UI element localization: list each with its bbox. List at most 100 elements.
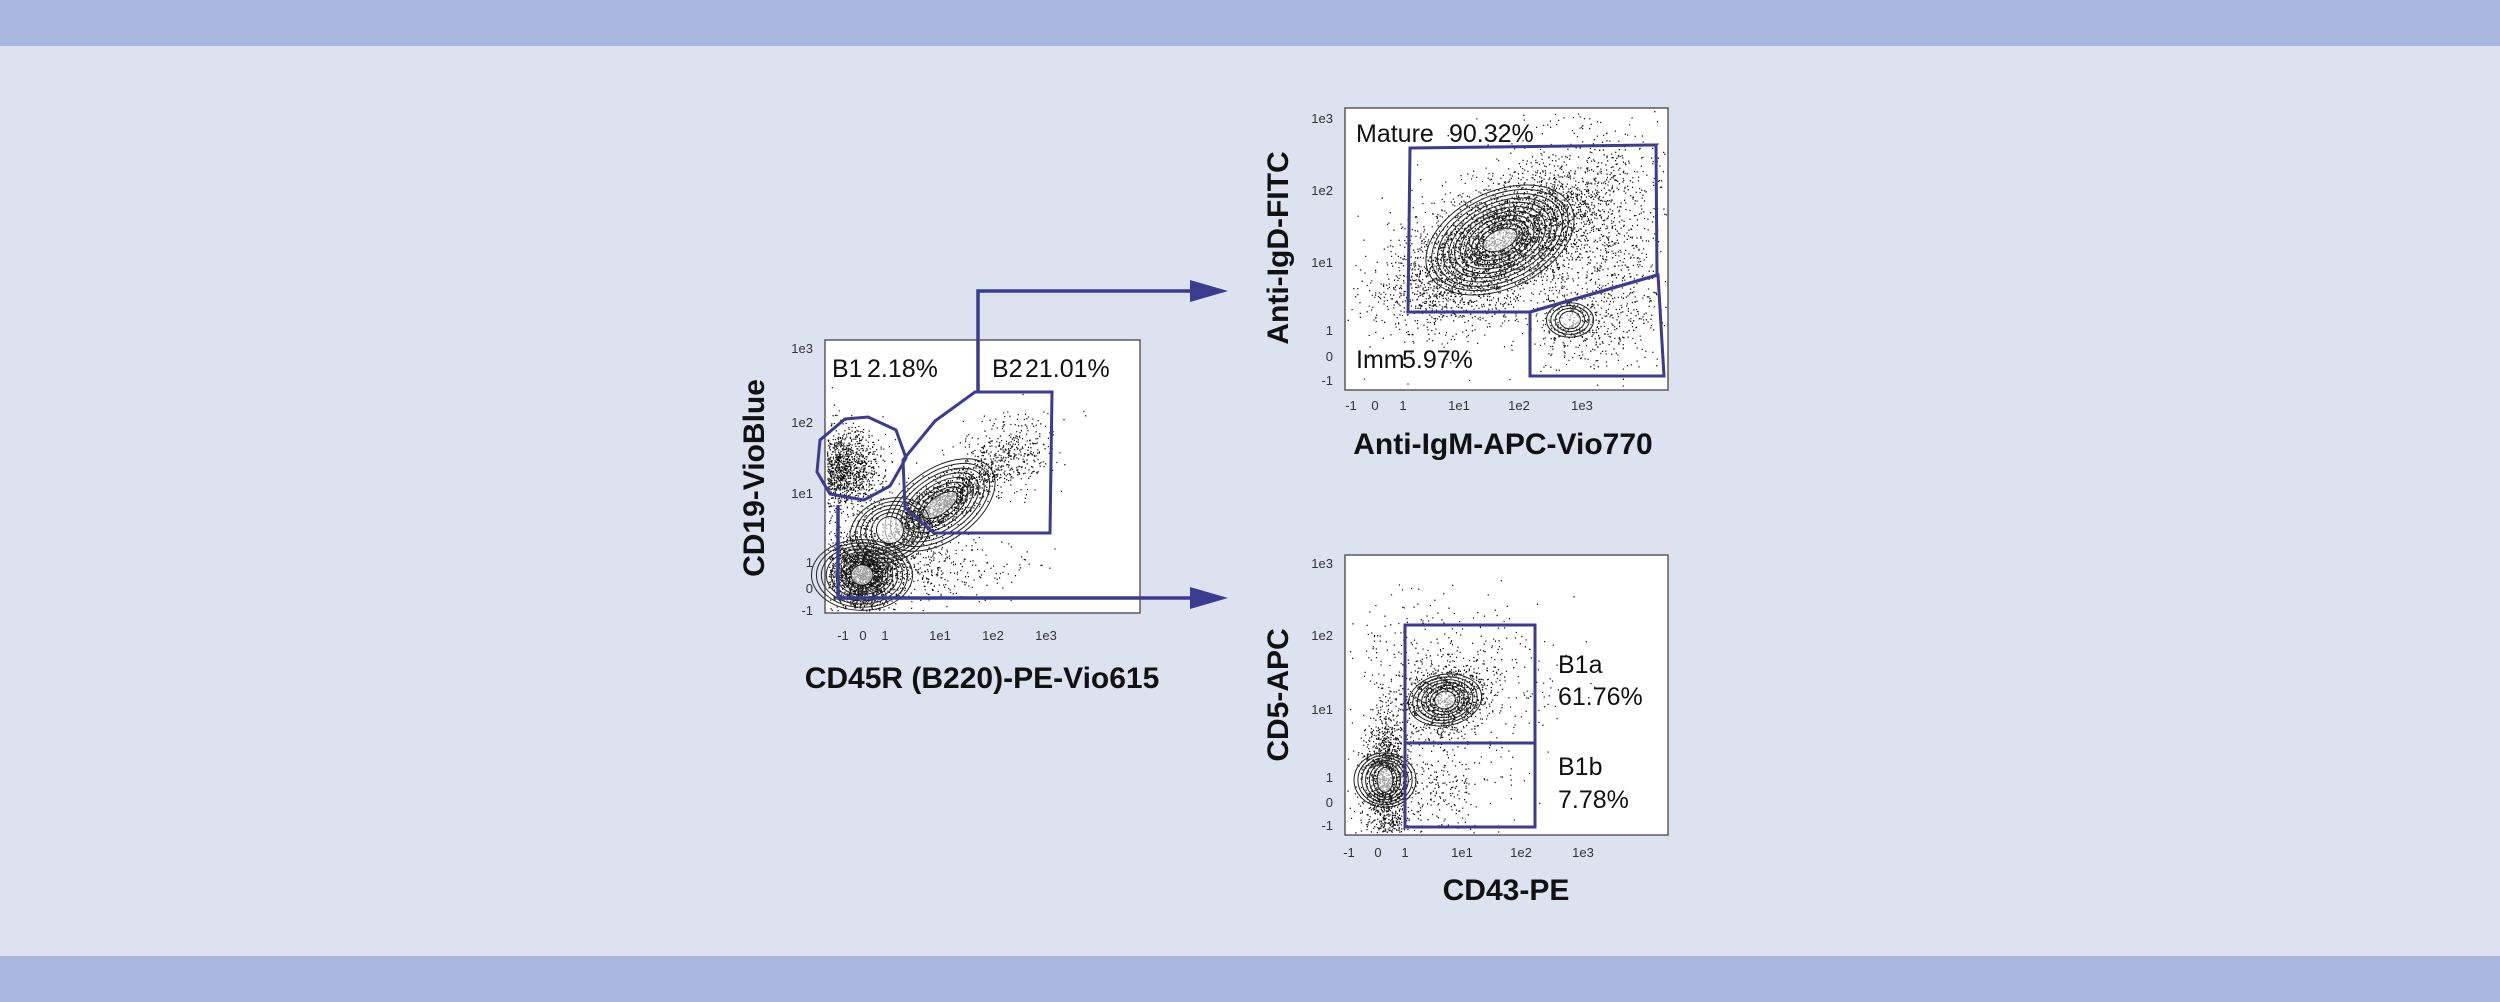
gate-b1[interactable] [815, 415, 908, 502]
contour-line [865, 508, 915, 552]
contour-line [840, 558, 884, 592]
x-axis-label: CD43-PE [1443, 874, 1570, 907]
contour-line [870, 512, 910, 548]
arrow-b2-to-plot2-head [1190, 280, 1228, 302]
density-contours [1353, 673, 1483, 808]
contour-line [1425, 684, 1465, 716]
x-tick-label: 0 [859, 628, 866, 643]
x-axis-label: Anti-IgM-APC-Vio770 [1353, 428, 1652, 461]
contour-line [1448, 201, 1552, 279]
contour-line [1368, 762, 1402, 798]
contour-line [849, 497, 931, 563]
contour-line [1550, 305, 1590, 335]
top-band [0, 0, 2500, 46]
contour-line [1425, 184, 1575, 296]
y-tick-label: -1 [801, 603, 813, 618]
y-tick-label: 1e2 [1311, 628, 1333, 643]
x-tick-label: 1e2 [1510, 845, 1532, 860]
contour-line [1465, 214, 1535, 266]
x-tick-label: 1e3 [1035, 628, 1057, 643]
density-contours [1425, 184, 1595, 338]
x-tick-label: 1e1 [1448, 398, 1470, 413]
contour-line [876, 516, 904, 544]
x-tick-label: 1 [881, 628, 888, 643]
x-tick-label: 1e3 [1572, 845, 1594, 860]
y-tick-label: 0 [1326, 349, 1333, 364]
contour-line [835, 554, 889, 596]
gate-imm-percent: 5.97% [1402, 346, 1473, 374]
contour-line [850, 564, 874, 586]
contour-line [1357, 754, 1413, 806]
x-tick-label: 1e1 [929, 628, 951, 643]
y-tick-label: 1e3 [1311, 111, 1333, 126]
y-tick-label: 1e3 [791, 341, 813, 356]
x-tick-label: 0 [1371, 398, 1378, 413]
y-tick-label: 1e2 [791, 415, 813, 430]
contour-line [1554, 307, 1586, 333]
contour-line [1431, 188, 1569, 292]
y-tick-label: 0 [806, 581, 813, 596]
x-tick-labels: -1 0 1 1e1 1e2 1e3 [1343, 845, 1594, 860]
y-tick-label: 0 [1326, 795, 1333, 810]
gate-b1-name: B1 [832, 355, 863, 383]
gate-b2[interactable] [901, 390, 1054, 535]
plot-cd5-vs-cd43: -1 0 1 1e1 1e2 1e3 -1 0 1 1e1 1e2 1e3 B1a 61.76% B… [1262, 554, 1669, 907]
bottom-band [0, 956, 2500, 1002]
contour-line [1559, 310, 1581, 330]
contour-line [1429, 687, 1461, 713]
y-tick-label: 1e2 [1311, 183, 1333, 198]
y-tick-label: -1 [1321, 818, 1333, 833]
contour-line [1412, 676, 1478, 724]
gate-b1a-percent: 61.76% [1558, 683, 1643, 711]
y-axis-label: CD5-APC [1262, 628, 1295, 761]
x-tick-label: 1e2 [1508, 398, 1530, 413]
gate-b2-name: B2 [992, 355, 1023, 383]
x-tick-label: 0 [1374, 845, 1381, 860]
contour-line [1372, 764, 1398, 796]
x-tick-label: 1e3 [1571, 398, 1593, 413]
x-tick-label: -1 [837, 628, 849, 643]
y-axis-label: CD19-VioBlue [738, 379, 771, 577]
arrow-b1-to-plot3-line [836, 505, 1190, 600]
y-axis-label: Anti-IgD-FITC [1262, 151, 1295, 344]
contour-line [1434, 690, 1456, 710]
contour-line [1421, 682, 1469, 718]
x-tick-label: 1e2 [982, 628, 1004, 643]
contour-line [1442, 197, 1558, 283]
contour-line [1353, 752, 1417, 808]
gate-b1b-name: B1b [1558, 753, 1602, 781]
contour-line [922, 490, 958, 520]
contour-line [1361, 757, 1409, 803]
contour-line [1471, 219, 1529, 261]
contour-line [815, 542, 909, 608]
x-tick-label: 1 [1401, 845, 1408, 860]
contour-line [1416, 679, 1474, 721]
y-tick-label: -1 [1321, 373, 1333, 388]
contour-line [1476, 223, 1524, 257]
gate-b1b[interactable] [1403, 741, 1537, 829]
contour-line [1376, 767, 1394, 793]
contour-line [820, 545, 904, 605]
y-tick-label: 1e1 [1311, 255, 1333, 270]
event-dots [1347, 111, 1667, 387]
gate-mature-percent: 90.32% [1449, 120, 1534, 148]
gate-imm[interactable] [1528, 273, 1666, 378]
gate-mature-name: Mature [1356, 120, 1434, 148]
y-tick-label: 1 [806, 555, 813, 570]
x-tick-label: 1e1 [1451, 845, 1473, 860]
gate-b1a-name: B1a [1558, 651, 1603, 679]
gate-imm-name: Imm [1356, 346, 1405, 374]
x-tick-label: -1 [1343, 845, 1355, 860]
gate-b2-percent: 21.01% [1025, 355, 1110, 383]
y-tick-label: 1e3 [1311, 556, 1333, 571]
x-axis-label: CD45R (B220)-PE-Vio615 [805, 662, 1160, 695]
contour-line [1545, 302, 1595, 338]
gate-b1b-percent: 7.78% [1558, 786, 1629, 814]
x-tick-label: 1 [1399, 398, 1406, 413]
